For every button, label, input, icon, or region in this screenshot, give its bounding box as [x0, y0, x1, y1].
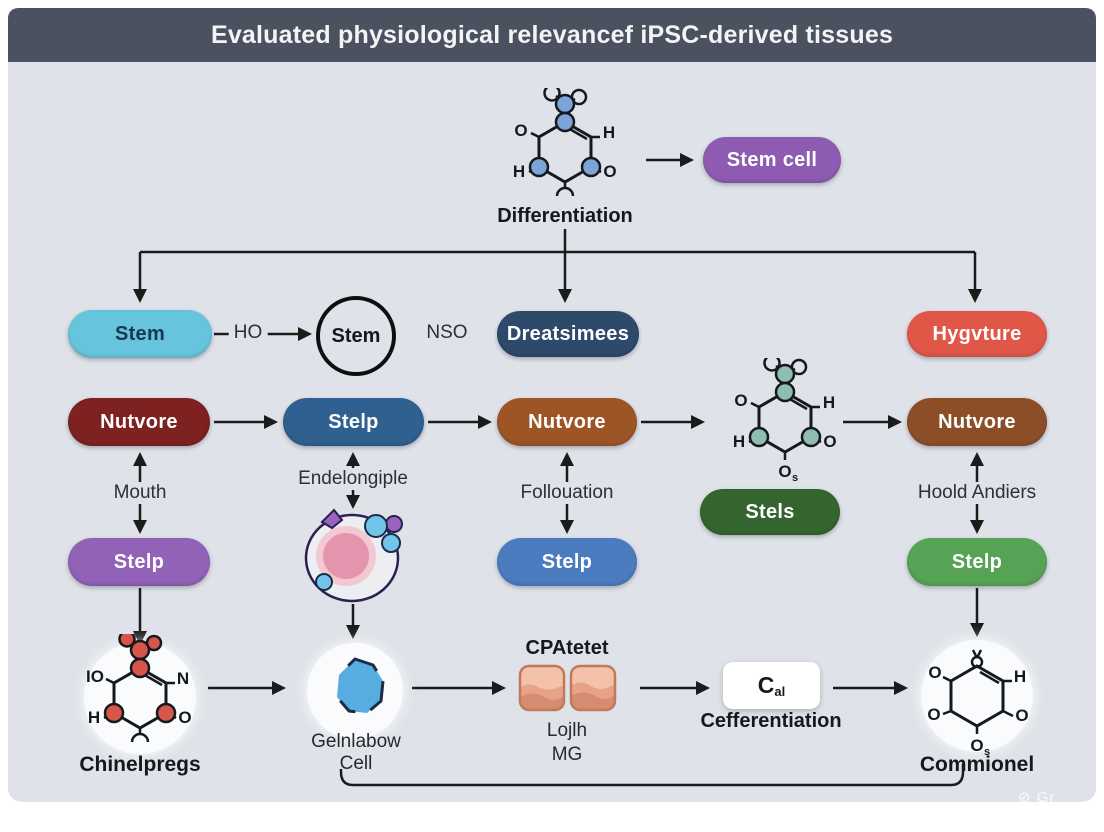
- molecule-differentiation: O H H O: [513, 88, 617, 197]
- atom-label: O: [603, 162, 616, 181]
- atom-label: O: [927, 705, 940, 724]
- nutvore-center-node: Nutvore: [497, 398, 637, 446]
- gelnlabow-caption-line2: Cell: [339, 753, 373, 774]
- diagram-title: Evaluated physiological relevancef iPSC-…: [210, 20, 894, 49]
- nutvore-right-label: Nutvore: [938, 410, 1016, 433]
- ho-edge-label: HO: [228, 322, 268, 344]
- chinelpregs-caption: Chinelpregs: [79, 753, 201, 776]
- atom-sub-label: s: [792, 472, 798, 484]
- stem-cell-node: Stem cell: [703, 137, 841, 183]
- lojlh-caption: Lojlh: [546, 720, 588, 741]
- gelnlabow-caption-line1: Gelnlabow: [311, 731, 401, 752]
- title-bar: Evaluated physiological relevancef iPSC-…: [8, 8, 1096, 62]
- gelnlabow-cell-blob: [335, 657, 385, 715]
- atom-label: H: [88, 708, 100, 727]
- atom-node: [554, 93, 576, 115]
- cell-illustration: [304, 508, 403, 603]
- atom-label: H: [1014, 667, 1026, 686]
- nutvore-center-label: Nutvore: [528, 410, 606, 433]
- atom-label: O: [514, 121, 527, 140]
- stelp-blue-node: Stelp: [497, 538, 637, 586]
- stem-node: Stem: [68, 310, 212, 358]
- atom-label: H: [823, 393, 835, 412]
- atom-label: O: [1015, 706, 1028, 725]
- atom-label: O: [928, 663, 941, 682]
- dreatsimees-node-label: Dreatsimees: [506, 322, 630, 345]
- atom-label: O: [734, 391, 747, 410]
- tissue-tile: [518, 664, 566, 712]
- atom-label: O: [970, 736, 983, 755]
- atom-label: O: [778, 462, 791, 481]
- molecule-middle: O H H O O s: [733, 358, 837, 484]
- stels-node: Stels: [700, 489, 840, 535]
- dreatsimees-node: Dreatsimees: [497, 311, 639, 357]
- nutvore-left-node: Nutvore: [68, 398, 210, 446]
- mouth-edge-label: Mouth: [108, 482, 172, 504]
- nso-label: NSO: [426, 322, 468, 343]
- cal-node-label: C: [757, 672, 775, 698]
- atom-label: IO: [86, 667, 104, 686]
- stelp-steel-label: Stelp: [328, 410, 379, 433]
- organelle-purple: [320, 508, 344, 530]
- stelp-blue-label: Stelp: [541, 550, 593, 573]
- stels-node-label: Stels: [745, 500, 795, 523]
- atom-label: H: [603, 123, 615, 142]
- cefferentiation-caption: Cefferentiation: [700, 710, 842, 732]
- stelp-purple-label: Stelp: [113, 550, 165, 573]
- atom-label: H: [513, 162, 525, 181]
- molecule-commionel: O H O O O s: [927, 649, 1029, 758]
- nutvore-left-label: Nutvore: [100, 410, 178, 433]
- stelp-purple-node: Stelp: [68, 538, 210, 586]
- endelongiple-edge-label: Endelongiple: [293, 468, 413, 490]
- atom-sub-label: s: [984, 746, 990, 758]
- molecule-chinelpregs: IO N H O: [86, 634, 192, 743]
- commionel-caption: Commionel: [919, 753, 1035, 776]
- stem-circle-node: Stem: [316, 296, 396, 376]
- stelp-green-label: Stelp: [951, 550, 1003, 573]
- atom-label: O: [823, 432, 836, 451]
- mg-caption: MG: [551, 744, 583, 765]
- organelle-blue: [364, 514, 388, 538]
- nutvore-right-node: Nutvore: [907, 398, 1047, 446]
- cal-node-sub-label: al: [774, 684, 786, 699]
- atom-label: H: [733, 432, 745, 451]
- hygvture-node: Hygvture: [907, 311, 1047, 357]
- stem-circle-label: Stem: [331, 324, 381, 347]
- differentiation-caption: Differentiation: [497, 205, 633, 227]
- watermark: ⊘ Gr: [1018, 789, 1056, 806]
- stem-cell-node-label: Stem cell: [726, 148, 818, 171]
- atom-label: O: [178, 708, 191, 727]
- hygvture-node-label: Hygvture: [932, 322, 1022, 345]
- stelp-steel-node: Stelp: [283, 398, 424, 446]
- cell-nucleus: [323, 533, 369, 579]
- stelp-green-node: Stelp: [907, 538, 1047, 586]
- tissue-tile: [569, 664, 617, 712]
- follouation-edge-label: Follouation: [515, 482, 619, 504]
- stem-node-label: Stem: [114, 322, 166, 345]
- cpatetet-caption: CPAtetet: [525, 637, 609, 659]
- hoold-andiers-edge-label: Hoold Andiers: [912, 482, 1042, 504]
- atom-label: N: [177, 669, 189, 688]
